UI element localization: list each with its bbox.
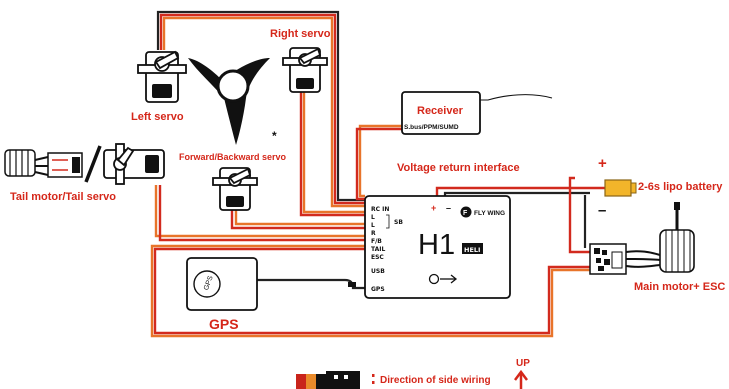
port-bracket	[386, 214, 390, 229]
battery-minus: –	[598, 202, 606, 219]
up-label: UP	[516, 358, 530, 369]
wire-receiver	[358, 124, 405, 198]
wire-fb-servo	[234, 205, 365, 226]
receiver-icon	[401, 91, 481, 135]
controller-badge: HELI	[464, 246, 480, 254]
right-servo: Right servo	[270, 28, 331, 93]
wire-right-servo	[302, 90, 365, 214]
motor-leads	[625, 250, 661, 268]
tail-motor-servo-label: Tail motor/Tail servo	[10, 191, 116, 203]
controller-badge-bg	[462, 243, 483, 254]
legend-dot	[372, 381, 375, 384]
wire-voltage-return-red	[435, 186, 605, 196]
legend-wire-red	[296, 374, 306, 389]
receiver: Receiver S.bus/PPM/SUMD	[401, 91, 553, 135]
right-servo-label: Right servo	[270, 28, 331, 40]
port-gps: GPS	[371, 286, 385, 293]
gps-label: GPS	[209, 316, 239, 332]
wire-esc-loop-red	[153, 247, 590, 335]
legend-pin	[334, 375, 338, 379]
controller-ports: RC IN L L R F/B TAIL ESC USB GPS	[371, 206, 389, 293]
esc-icon	[589, 243, 627, 275]
port-fb: F/B	[371, 238, 382, 245]
main-motor-esc-label: Main motor+ ESC	[634, 281, 725, 293]
battery-connector-icon	[604, 179, 637, 197]
wire-left-servo-orange	[162, 16, 365, 208]
gps-module-text: GPS	[203, 275, 215, 292]
wire-fb-servo-red	[230, 205, 365, 230]
port-r: R	[371, 230, 376, 237]
controller-minus-mark: –	[446, 203, 451, 213]
legend-wire-orange	[306, 374, 316, 389]
wire-esc-loop	[150, 244, 590, 338]
controller-plus-mark: +	[431, 203, 436, 213]
gps-plug	[348, 282, 356, 287]
legend-connector	[326, 371, 360, 389]
controller-side-mark: SB	[394, 219, 403, 226]
wire-voltage-return-black	[443, 191, 590, 196]
port-l-2: L	[371, 222, 375, 229]
wire-battery-red	[568, 176, 590, 254]
wire-receiver-red	[355, 127, 405, 201]
wire-tail-red	[158, 185, 365, 242]
battery-label: 2-6s lipo battery	[638, 181, 723, 193]
receiver-label: Receiver	[417, 105, 464, 117]
battery-plus: +	[598, 155, 607, 172]
left-servo: Left servo	[131, 50, 187, 123]
asterisk-mark: *	[272, 129, 277, 143]
side-wiring-legend: Direction of side wiring UP	[296, 358, 530, 389]
arrow-right-icon	[428, 273, 458, 285]
wire-tail	[154, 185, 365, 238]
up-arrow-icon	[514, 369, 528, 389]
h1-controller: + – RC IN L L R F/B TAIL ESC USB GPS SB …	[364, 195, 511, 299]
wire-left-servo-red	[159, 13, 365, 205]
wire-right-servo-red	[299, 90, 365, 217]
fb-servo-icon	[212, 167, 258, 211]
main-motor-esc: Main motor+ ESC	[589, 202, 725, 293]
legend-pin	[344, 375, 348, 379]
receiver-protocol-label: S.bus/PPM/SUMD	[404, 124, 459, 131]
port-tail: TAIL	[371, 246, 386, 253]
controller-model: H1	[418, 229, 455, 261]
port-usb: USB	[371, 268, 385, 275]
rotor-head-icon	[188, 58, 270, 145]
controller-brand: FLY WING	[474, 210, 505, 217]
wire-left-servo-black	[156, 10, 365, 202]
receiver-antenna	[480, 94, 553, 101]
esc-icon	[47, 152, 83, 178]
servo-icon	[137, 50, 187, 103]
port-esc: ESC	[371, 254, 384, 261]
legend-wire-black	[316, 374, 326, 389]
servo-icon	[282, 47, 328, 93]
voltage-return-label: Voltage return interface	[397, 162, 520, 174]
port-rc-in: RC IN	[371, 206, 389, 213]
brand-logo-icon	[460, 206, 472, 218]
gps-unit: GPS GPS	[186, 257, 356, 332]
motor-icon	[659, 202, 695, 273]
gps-module-icon: GPS	[186, 257, 258, 311]
controller-body	[364, 195, 511, 299]
port-l-1: L	[371, 214, 375, 221]
servo-icon	[103, 143, 165, 185]
left-servo-label: Left servo	[131, 111, 184, 123]
brand-logo-letter: F	[463, 210, 468, 217]
battery-connector: + – 2-6s lipo battery	[598, 155, 723, 219]
tail-assembly: Tail motor/Tail servo	[4, 143, 165, 203]
motor-icon	[4, 149, 49, 177]
forward-backward-servo-label: Forward/Backward servo	[179, 152, 287, 162]
direction-side-wiring-label: Direction of side wiring	[380, 375, 491, 386]
legend-dot	[372, 374, 375, 377]
slash-divider	[84, 145, 102, 183]
